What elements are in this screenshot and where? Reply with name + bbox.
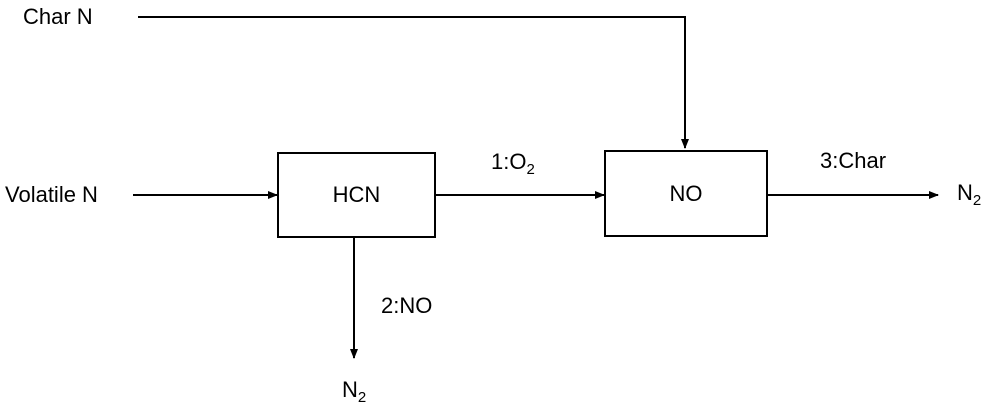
reaction-3-label: 3:Char [820, 148, 887, 173]
char-n-arrow [138, 16, 689, 149]
volatile-n-label: Volatile N [5, 182, 98, 207]
reaction-1-subscript: 2 [526, 161, 535, 178]
n2-output-bottom: N2 [342, 377, 367, 406]
char-n-label: Char N [23, 4, 93, 29]
n2-right-symbol: N [957, 180, 973, 205]
reaction-1-label: 1:O2 [491, 149, 535, 178]
no-node-label: NO [669, 181, 703, 206]
n2-right-subscript: 2 [972, 192, 982, 209]
n2-bottom-symbol: N [342, 377, 358, 402]
n2-bottom-subscript: 2 [357, 389, 367, 406]
no-box [604, 150, 768, 237]
n2-output-right: N2 [957, 180, 982, 209]
reaction-2-label: 2:NO [381, 293, 433, 318]
reaction-1-prefix: 1:O [491, 149, 527, 174]
hcn-node-label: HCN [332, 182, 381, 207]
